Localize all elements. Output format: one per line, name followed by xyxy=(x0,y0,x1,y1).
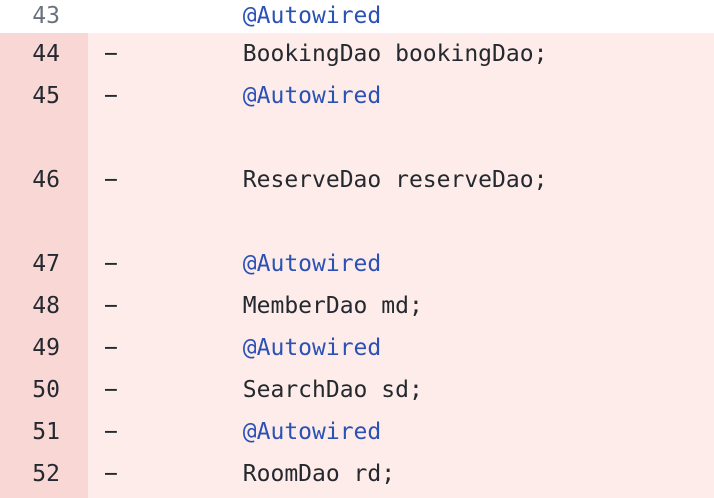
diff-row-deleted: 50 − SearchDao sd; xyxy=(0,369,714,411)
deletion-marker-icon: − xyxy=(88,159,130,201)
diff-row-deleted: 47 − @Autowired xyxy=(0,243,714,285)
code-line: MemberDao md; xyxy=(130,285,714,327)
code-line: RoomDao rd; xyxy=(130,453,714,495)
line-number xyxy=(0,201,88,243)
annotation-token: @Autowired xyxy=(132,3,382,29)
diff-row-deleted-partial xyxy=(0,495,714,498)
diff-row-deleted-blank xyxy=(0,201,714,243)
code-token: MemberDao md; xyxy=(132,293,423,319)
code-line: BookingDao bookingDao; xyxy=(130,33,714,75)
line-number[interactable]: 48 xyxy=(0,285,88,327)
diff-marker xyxy=(88,0,130,33)
diff-row-deleted: 49 − @Autowired xyxy=(0,327,714,369)
code-token: ReserveDao reserveDao; xyxy=(132,167,548,193)
code-line: @Autowired xyxy=(130,243,714,285)
line-number[interactable]: 43 xyxy=(0,0,88,33)
deletion-marker-icon: − xyxy=(88,369,130,411)
diff-row-deleted: 45 − @Autowired xyxy=(0,75,714,117)
line-number[interactable]: 44 xyxy=(0,33,88,75)
deletion-marker-icon: − xyxy=(88,327,130,369)
code-line: @Autowired xyxy=(130,411,714,453)
deletion-marker-icon: − xyxy=(88,33,130,75)
diff-row-deleted: 48 − MemberDao md; xyxy=(0,285,714,327)
line-number[interactable]: 47 xyxy=(0,243,88,285)
code-token: RoomDao rd; xyxy=(132,461,396,487)
deletion-marker-icon: − xyxy=(88,411,130,453)
annotation-token: @Autowired xyxy=(132,251,382,277)
code-line xyxy=(130,117,714,159)
diff-marker xyxy=(88,117,130,159)
code-line: @Autowired xyxy=(130,327,714,369)
deletion-marker-icon: − xyxy=(88,285,130,327)
code-line: SearchDao sd; xyxy=(130,369,714,411)
code-line: ReserveDao reserveDao; xyxy=(130,159,714,201)
deletion-marker-icon: − xyxy=(88,243,130,285)
code-token: SearchDao sd; xyxy=(132,377,423,403)
diff-row-deleted-blank xyxy=(0,117,714,159)
line-number[interactable]: 46 xyxy=(0,159,88,201)
line-number xyxy=(0,495,88,498)
line-number xyxy=(0,117,88,159)
annotation-token: @Autowired xyxy=(132,335,382,361)
diff-row-context: 43 @Autowired xyxy=(0,0,714,33)
deletion-marker-icon: − xyxy=(88,453,130,495)
diff-marker xyxy=(88,201,130,243)
code-token: BookingDao bookingDao; xyxy=(132,41,548,67)
diff-row-deleted: 51 − @Autowired xyxy=(0,411,714,453)
annotation-token: @Autowired xyxy=(132,83,382,109)
diff-row-deleted: 52 − RoomDao rd; xyxy=(0,453,714,495)
code-line xyxy=(130,201,714,243)
deletion-marker-icon: − xyxy=(88,75,130,117)
code-line: @Autowired xyxy=(130,0,714,33)
code-line xyxy=(130,495,714,498)
annotation-token: @Autowired xyxy=(132,419,382,445)
line-number[interactable]: 50 xyxy=(0,369,88,411)
line-number[interactable]: 49 xyxy=(0,327,88,369)
code-line: @Autowired xyxy=(130,75,714,117)
diff-row-deleted: 46 − ReserveDao reserveDao; xyxy=(0,159,714,201)
diff-row-deleted: 44 − BookingDao bookingDao; xyxy=(0,33,714,75)
line-number[interactable]: 52 xyxy=(0,453,88,495)
line-number[interactable]: 51 xyxy=(0,411,88,453)
line-number[interactable]: 45 xyxy=(0,75,88,117)
diff-marker xyxy=(88,495,130,498)
